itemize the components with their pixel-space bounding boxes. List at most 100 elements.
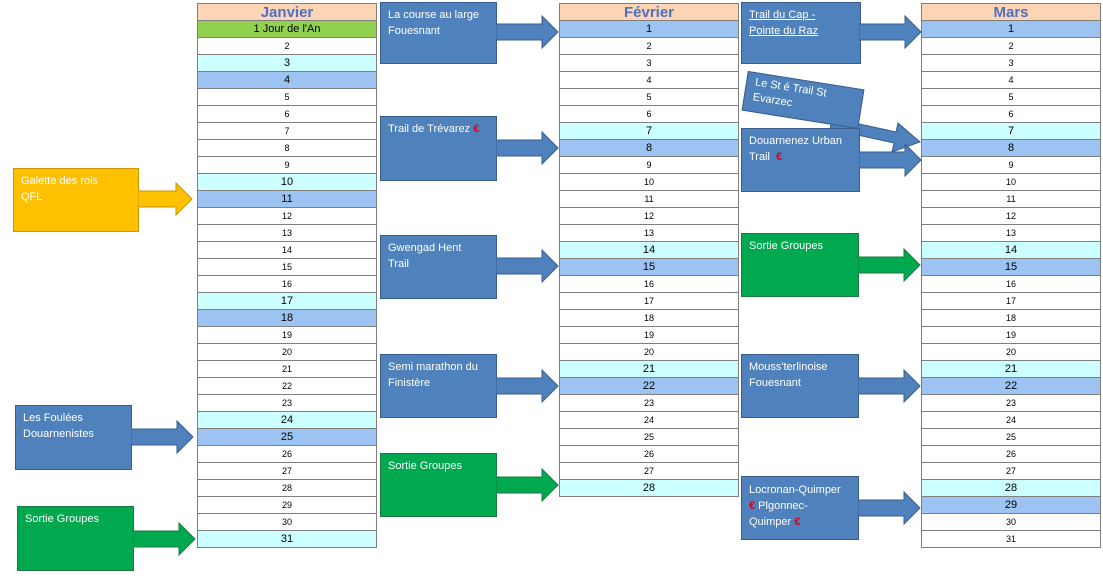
day-cell[interactable]: 8 bbox=[197, 140, 377, 157]
day-cell[interactable]: 15 bbox=[921, 259, 1101, 276]
day-cell[interactable]: 20 bbox=[197, 344, 377, 361]
day-cell[interactable]: 14 bbox=[197, 242, 377, 259]
day-cell[interactable]: 25 bbox=[559, 429, 739, 446]
day-cell[interactable]: 2 bbox=[559, 38, 739, 55]
day-cell[interactable]: 4 bbox=[921, 72, 1101, 89]
day-cell[interactable]: 17 bbox=[921, 293, 1101, 310]
event-locronan-quimper[interactable]: Locronan-Quimper € Plgonnec- Quimper € bbox=[741, 476, 923, 540]
day-cell[interactable]: 25 bbox=[197, 429, 377, 446]
day-cell[interactable]: 9 bbox=[197, 157, 377, 174]
day-cell[interactable]: 31 bbox=[921, 531, 1101, 548]
day-cell[interactable]: 30 bbox=[197, 514, 377, 531]
event-trail-du-cap[interactable]: Trail du Cap - Pointe du Raz bbox=[741, 2, 923, 64]
day-cell[interactable]: 16 bbox=[559, 276, 739, 293]
day-cell[interactable]: 10 bbox=[921, 174, 1101, 191]
day-cell[interactable]: 16 bbox=[921, 276, 1101, 293]
day-cell[interactable]: 26 bbox=[921, 446, 1101, 463]
day-cell[interactable]: 18 bbox=[559, 310, 739, 327]
day-cell[interactable]: 17 bbox=[197, 293, 377, 310]
day-cell[interactable]: 28 bbox=[921, 480, 1101, 497]
day-cell[interactable]: 20 bbox=[921, 344, 1101, 361]
day-cell[interactable]: 11 bbox=[921, 191, 1101, 208]
day-cell[interactable]: 18 bbox=[197, 310, 377, 327]
day-cell[interactable]: 15 bbox=[559, 259, 739, 276]
day-cell[interactable]: 7 bbox=[197, 123, 377, 140]
day-cell[interactable]: 10 bbox=[559, 174, 739, 191]
day-cell[interactable]: 14 bbox=[559, 242, 739, 259]
day-cell[interactable]: 5 bbox=[921, 89, 1101, 106]
event-sortie-groupes-janvier[interactable]: Sortie Groupes bbox=[17, 506, 197, 571]
day-cell[interactable]: 11 bbox=[197, 191, 377, 208]
day-cell[interactable]: 22 bbox=[197, 378, 377, 395]
event-galette-des-rois[interactable]: Galette des rois QFL bbox=[13, 168, 193, 232]
day-cell[interactable]: 27 bbox=[559, 463, 739, 480]
day-cell[interactable]: 21 bbox=[921, 361, 1101, 378]
day-cell[interactable]: 28 bbox=[559, 480, 739, 497]
day-cell[interactable]: 28 bbox=[197, 480, 377, 497]
day-cell[interactable]: 29 bbox=[197, 497, 377, 514]
day-cell[interactable]: 18 bbox=[921, 310, 1101, 327]
day-cell[interactable]: 4 bbox=[197, 72, 377, 89]
event-trail-de-trevarez[interactable]: Trail de Trévarez € bbox=[380, 116, 560, 181]
day-cell[interactable]: 10 bbox=[197, 174, 377, 191]
day-cell[interactable]: 7 bbox=[921, 123, 1101, 140]
day-cell[interactable]: 5 bbox=[197, 89, 377, 106]
day-cell[interactable]: 3 bbox=[559, 55, 739, 72]
day-cell[interactable]: 3 bbox=[921, 55, 1101, 72]
day-cell[interactable]: 26 bbox=[559, 446, 739, 463]
day-cell[interactable]: 6 bbox=[559, 106, 739, 123]
day-cell[interactable]: 16 bbox=[197, 276, 377, 293]
day-cell[interactable]: 19 bbox=[921, 327, 1101, 344]
event-gwengad-hent-trail[interactable]: Gwengad Hent Trail bbox=[380, 235, 560, 299]
day-cell[interactable]: 14 bbox=[921, 242, 1101, 259]
day-cell[interactable]: 15 bbox=[197, 259, 377, 276]
day-cell[interactable]: 9 bbox=[921, 157, 1101, 174]
day-cell[interactable]: 12 bbox=[921, 208, 1101, 225]
day-cell[interactable]: 11 bbox=[559, 191, 739, 208]
day-cell[interactable]: 31 bbox=[197, 531, 377, 548]
day-cell[interactable]: 13 bbox=[921, 225, 1101, 242]
day-cell[interactable]: 8 bbox=[559, 140, 739, 157]
day-cell[interactable]: 23 bbox=[921, 395, 1101, 412]
event-sortie-groupes-mars[interactable]: Sortie Groupes bbox=[741, 233, 923, 297]
event-douarnenez-urban-trail[interactable]: Douarnenez Urban Trail € bbox=[741, 128, 923, 192]
day-cell[interactable]: 9 bbox=[559, 157, 739, 174]
day-cell[interactable]: 21 bbox=[559, 361, 739, 378]
day-cell[interactable]: 30 bbox=[921, 514, 1101, 531]
day-cell[interactable]: 19 bbox=[197, 327, 377, 344]
day-cell[interactable]: 24 bbox=[559, 412, 739, 429]
day-cell[interactable]: 6 bbox=[921, 106, 1101, 123]
day-cell[interactable]: 25 bbox=[921, 429, 1101, 446]
day-cell[interactable]: 12 bbox=[559, 208, 739, 225]
day-cell[interactable]: 5 bbox=[559, 89, 739, 106]
day-cell[interactable]: 24 bbox=[921, 412, 1101, 429]
day-cell[interactable]: 2 bbox=[921, 38, 1101, 55]
day-cell[interactable]: 22 bbox=[559, 378, 739, 395]
day-cell[interactable]: 1 bbox=[921, 21, 1101, 38]
day-cell[interactable]: 3 bbox=[197, 55, 377, 72]
day-cell[interactable]: 13 bbox=[559, 225, 739, 242]
day-cell[interactable]: 23 bbox=[559, 395, 739, 412]
event-course-au-large[interactable]: La course au large Fouesnant bbox=[380, 2, 560, 64]
day-cell[interactable]: 24 bbox=[197, 412, 377, 429]
day-cell[interactable]: 7 bbox=[559, 123, 739, 140]
day-cell[interactable]: 1 bbox=[559, 21, 739, 38]
event-semi-marathon[interactable]: Semi marathon du Finistère bbox=[380, 354, 560, 418]
event-st-evarzec-trail[interactable]: Le St é Trail St Evarzec bbox=[741, 71, 865, 129]
day-cell[interactable]: 20 bbox=[559, 344, 739, 361]
day-cell[interactable]: 27 bbox=[921, 463, 1101, 480]
event-sortie-groupes-fevrier[interactable]: Sortie Groupes bbox=[380, 453, 560, 517]
day-cell[interactable]: 29 bbox=[921, 497, 1101, 514]
event-foulees-douarnenistes[interactable]: Les Foulées Douarnenistes bbox=[15, 405, 195, 470]
day-cell[interactable]: 6 bbox=[197, 106, 377, 123]
day-cell[interactable]: 2 bbox=[197, 38, 377, 55]
day-cell[interactable]: 22 bbox=[921, 378, 1101, 395]
day-cell[interactable]: 17 bbox=[559, 293, 739, 310]
day-cell[interactable]: 27 bbox=[197, 463, 377, 480]
event-mousterlinoise[interactable]: Mouss'terlinoise Fouesnant bbox=[741, 354, 923, 418]
day-cell[interactable]: 8 bbox=[921, 140, 1101, 157]
day-cell[interactable]: 12 bbox=[197, 208, 377, 225]
day-cell[interactable]: 4 bbox=[559, 72, 739, 89]
day-cell[interactable]: 26 bbox=[197, 446, 377, 463]
day-cell[interactable]: 1 Jour de l'An bbox=[197, 21, 377, 38]
